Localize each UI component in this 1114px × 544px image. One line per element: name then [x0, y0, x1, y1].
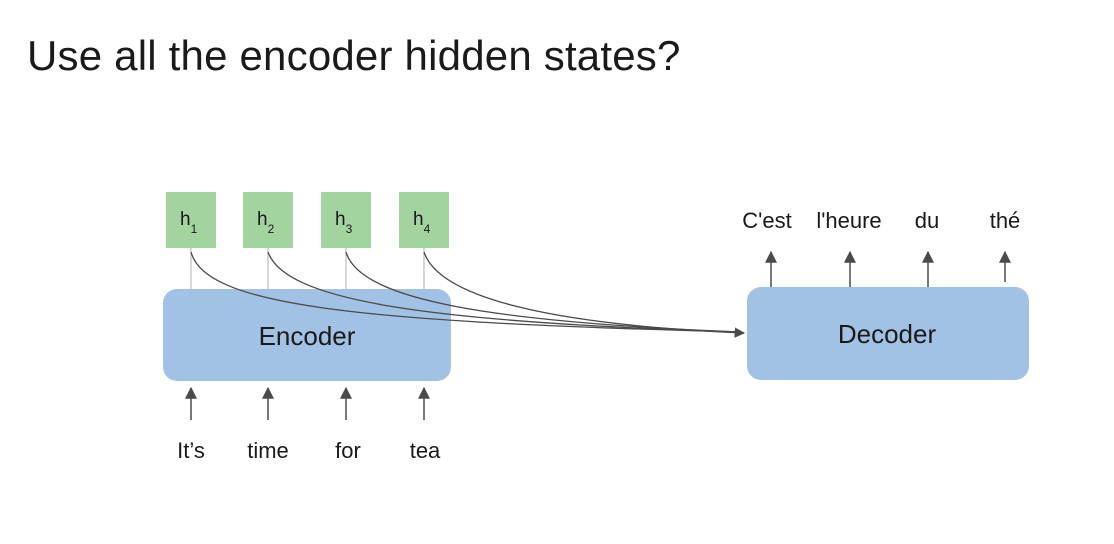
hidden-state-connectors [190, 248, 425, 289]
output-words: C'est l'heure du thé [742, 208, 1020, 233]
decoder-label: Decoder [838, 319, 937, 349]
svg-text:h1: h1 [180, 209, 198, 236]
curve-h1-to-decoder [190, 251, 741, 333]
input-word-2: time [247, 438, 289, 463]
svg-text:h3: h3 [335, 209, 353, 236]
output-word-2: l'heure [816, 208, 881, 233]
input-word-1: It’s [177, 438, 205, 463]
hidden-state-base: h [413, 209, 424, 230]
encoder-block [163, 289, 451, 381]
hidden-state-subscript: 2 [268, 222, 275, 236]
curve-h3-to-decoder [345, 251, 741, 333]
input-word-3: for [335, 438, 361, 463]
output-word-3: du [915, 208, 939, 233]
hidden-state-base: h [335, 209, 346, 230]
input-words: It’s time for tea [177, 438, 441, 463]
hidden-state-h4: h4 [399, 192, 449, 248]
output-arrows [765, 250, 1011, 287]
curve-h4-to-decoder [423, 251, 746, 338]
encoder-label: Encoder [259, 321, 356, 351]
hidden-state-h1: h1 [166, 192, 216, 248]
input-arrows [185, 386, 430, 420]
hidden-state-subscript: 3 [346, 222, 353, 236]
hidden-state-base: h [257, 209, 268, 230]
svg-text:h2: h2 [257, 209, 275, 236]
curve-h2-to-decoder [267, 251, 741, 333]
hidden-state-subscript: 4 [424, 222, 431, 236]
hidden-state-base: h [180, 209, 191, 230]
hidden-state-h2: h2 [243, 192, 293, 248]
hidden-state-h3: h3 [321, 192, 371, 248]
output-word-4: thé [990, 208, 1021, 233]
output-word-1: C'est [742, 208, 791, 233]
input-word-4: tea [410, 438, 441, 463]
attention-curves [190, 251, 746, 338]
svg-text:h4: h4 [413, 209, 431, 236]
slide-title: Use all the encoder hidden states? [27, 32, 681, 79]
decoder-block [747, 287, 1029, 380]
hidden-state-subscript: 1 [191, 222, 198, 236]
